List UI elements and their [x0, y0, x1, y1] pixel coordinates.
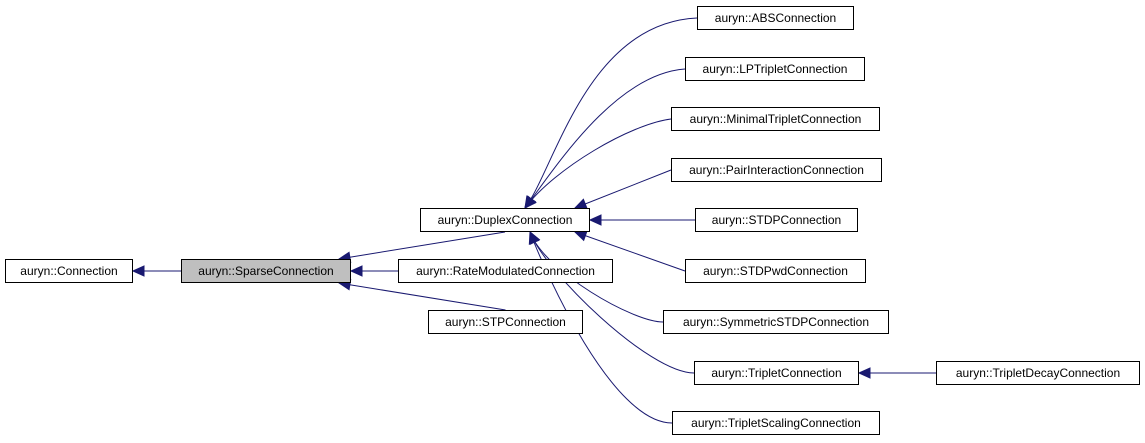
edge-stdpwd-to-duplex	[574, 231, 686, 272]
edge-triplet-to-duplex	[529, 231, 695, 374]
node-stp-connection[interactable]: auryn::STPConnection	[428, 310, 583, 334]
arrowhead-stdp-to-duplex	[588, 214, 602, 226]
edge-tripscal-to-duplex	[529, 231, 673, 424]
node-rate-modulated-connection[interactable]: auryn::RateModulatedConnection	[398, 259, 613, 283]
arrowhead-sparse-to-connection	[131, 265, 145, 277]
node-stdp-connection[interactable]: auryn::STDPConnection	[695, 208, 858, 232]
node-duplex-connection[interactable]: auryn::DuplexConnection	[420, 208, 590, 232]
edge-duplex-to-sparse	[338, 231, 506, 260]
node-triplet-scaling-connection[interactable]: auryn::TripletScalingConnection	[672, 411, 880, 435]
node-abs-connection[interactable]: auryn::ABSConnection	[697, 6, 854, 30]
node-sparse-connection[interactable]: auryn::SparseConnection	[181, 259, 351, 283]
arrowhead-mintriplet-to-duplex	[524, 195, 537, 209]
arrowhead-stdpwd-to-duplex	[573, 230, 588, 242]
node-symmetric-stdp-connection[interactable]: auryn::SymmetricSTDPConnection	[663, 310, 889, 334]
node-triplet-connection[interactable]: auryn::TripletConnection	[694, 361, 859, 385]
edge-pairint-to-duplex	[574, 169, 672, 209]
node-triplet-decay-connection[interactable]: auryn::TripletDecayConnection	[936, 361, 1140, 385]
edge-stp-to-sparse	[338, 282, 506, 311]
node-minimal-triplet-connection[interactable]: auryn::MinimalTripletConnection	[671, 107, 880, 131]
edge-symstdp-to-duplex	[529, 231, 664, 323]
node-connection[interactable]: auryn::Connection	[5, 259, 133, 283]
edge-mintriplet-to-duplex	[524, 118, 672, 209]
arrowhead-ratemod-to-sparse	[349, 265, 363, 277]
node-stdpwd-connection[interactable]: auryn::STDPwdConnection	[685, 259, 866, 283]
arrowhead-tripdecay-to-triplet	[857, 367, 871, 379]
arrowhead-tripscal-to-duplex	[528, 230, 540, 245]
edge-lptriplet-to-duplex	[524, 68, 686, 209]
node-pair-interaction-connection[interactable]: auryn::PairInteractionConnection	[671, 158, 882, 182]
node-lp-triplet-connection[interactable]: auryn::LPTripletConnection	[685, 57, 865, 81]
edge-abs-to-duplex	[524, 17, 698, 209]
